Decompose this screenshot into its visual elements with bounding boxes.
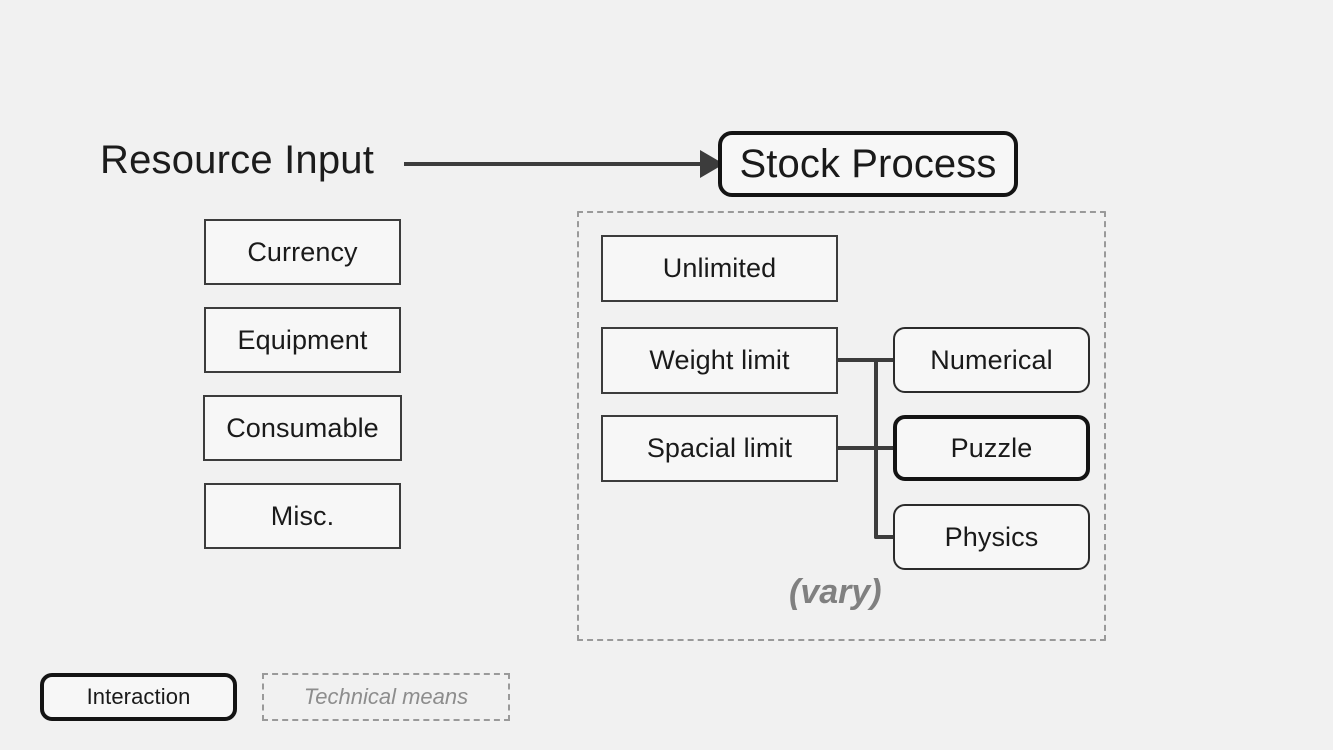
variant-numerical[interactable]: Numerical [893, 327, 1090, 393]
capacity-mode-unlimited[interactable]: Unlimited [601, 235, 838, 302]
resource-type-consumable[interactable]: Consumable [203, 395, 402, 461]
resource-type-currency[interactable]: Currency [204, 219, 401, 285]
variant-puzzle[interactable]: Puzzle [893, 415, 1090, 481]
page-title: Resource Input [100, 138, 375, 182]
capacity-mode-spacial-limit[interactable]: Spacial limit [601, 415, 838, 482]
variant-physics[interactable]: Physics [893, 504, 1090, 570]
capacity-mode-weight-limit[interactable]: Weight limit [601, 327, 838, 394]
legend-item-technical-means: Technical means [262, 673, 510, 721]
legend-item-interaction: Interaction [40, 673, 237, 721]
resource-input-to-stock-process-arrow [404, 150, 724, 178]
vary-note: (vary) [789, 573, 882, 611]
technical-means-group [577, 211, 1106, 641]
resource-type-equipment[interactable]: Equipment [204, 307, 401, 373]
resource-type-misc[interactable]: Misc. [204, 483, 401, 549]
stock-process-node[interactable]: Stock Process [718, 131, 1018, 197]
